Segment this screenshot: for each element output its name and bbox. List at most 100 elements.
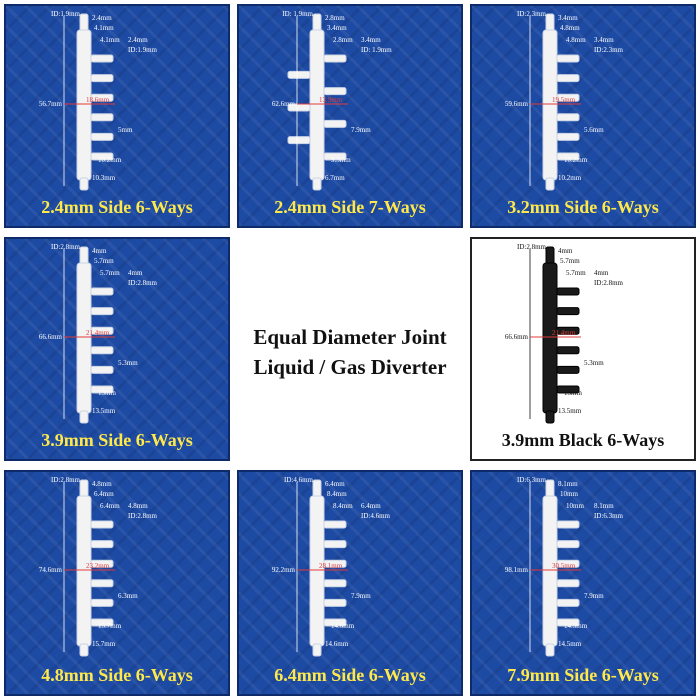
label-side-id: ID:1.9mm	[128, 46, 158, 54]
side-port	[90, 326, 114, 335]
side-port	[556, 618, 580, 627]
side-port	[323, 119, 347, 128]
label-center-distance: 18.6mm	[86, 96, 110, 104]
label-side-od: 4.8mm	[566, 36, 586, 44]
bottom-barb	[312, 177, 322, 191]
panel-caption: 3.9mm Side 6-Ways	[41, 430, 193, 450]
label-collar: 5.7mm	[94, 257, 114, 265]
bottom-barb	[545, 643, 555, 657]
label-top-length: 2.8mm	[325, 14, 345, 22]
side-port	[90, 93, 114, 102]
side-port	[323, 54, 347, 63]
label-pitch: 7.9mm	[351, 592, 371, 600]
panel-caption: 2.4mm Side 7-Ways	[274, 197, 426, 217]
connector-body	[76, 495, 92, 647]
side-port	[90, 579, 114, 588]
label-side-od: 8.4mm	[333, 502, 353, 510]
label-collar: 4.8mm	[560, 24, 580, 32]
label-body-width: 14.6mm	[331, 622, 355, 630]
label-body-width: 14.5mm	[564, 622, 588, 630]
label-tail-length: 15.7mm	[92, 640, 116, 648]
top-barb	[545, 246, 555, 266]
label-top-length: 4mm	[92, 247, 107, 255]
panel-caption: 2.4mm Side 6-Ways	[41, 197, 193, 217]
panel-caption: 6.4mm Side 6-Ways	[274, 665, 426, 685]
side-port	[90, 385, 114, 394]
label-side-od: 2.8mm	[333, 36, 353, 44]
label-body-width: 13mm	[564, 389, 582, 397]
label-side-id: ID:2.8mm	[594, 279, 624, 287]
panel-caption: 7.9mm Side 6-Ways	[507, 665, 659, 685]
label-side-id: ID: 1.9mm	[361, 46, 392, 54]
side-port	[90, 152, 114, 161]
top-barb	[545, 479, 555, 499]
label-pitch: 5.3mm	[584, 359, 604, 367]
label-tail-length: 10.3mm	[92, 174, 116, 182]
top-barb	[312, 479, 322, 499]
label-pitch: 5.6mm	[584, 126, 604, 134]
label-total-length: 62.6mm	[272, 100, 296, 108]
side-port	[323, 618, 347, 627]
bottom-barb	[79, 177, 89, 191]
label-side-length: 3.4mm	[594, 36, 614, 44]
side-port	[90, 618, 114, 627]
label-side-length: 4mm	[594, 269, 609, 277]
side-port	[323, 540, 347, 549]
side-port	[556, 598, 580, 607]
title-line-2: Liquid / Gas Diverter	[253, 355, 447, 379]
side-port	[90, 598, 114, 607]
top-barb	[79, 246, 89, 266]
label-tail-length: 10.2mm	[558, 174, 582, 182]
label-total-length: 59.6mm	[505, 100, 529, 108]
bottom-barb	[545, 410, 555, 424]
side-port	[556, 307, 580, 316]
label-side-length: 3.4mm	[361, 36, 381, 44]
label-tail-length: 14.6mm	[325, 640, 349, 648]
bottom-barb	[79, 410, 89, 424]
side-port	[90, 346, 114, 355]
side-port	[90, 287, 114, 296]
label-pitch: 6.3mm	[118, 592, 138, 600]
label-top-length: 8.1mm	[558, 480, 578, 488]
panel-caption: 3.9mm Black 6-Ways	[501, 430, 665, 450]
label-body-width: 10.2mm	[564, 156, 588, 164]
label-side-od: 5.7mm	[100, 269, 120, 277]
label-side-id: ID:6.3mm	[594, 512, 624, 520]
side-port	[90, 520, 114, 529]
connector-body	[76, 29, 92, 181]
side-port	[556, 365, 580, 374]
side-port	[90, 113, 114, 122]
bottom-barb	[79, 643, 89, 657]
side-port	[90, 132, 114, 141]
side-port	[556, 152, 580, 161]
connector-body	[542, 262, 558, 414]
label-id-top: ID:2.8mm	[51, 243, 81, 251]
label-side-length: 4.8mm	[128, 502, 148, 510]
label-top-length: 2.4mm	[92, 14, 112, 22]
label-tail-length: 13.5mm	[558, 407, 582, 415]
label-body-width: 9.3mm	[331, 156, 351, 164]
side-port	[556, 520, 580, 529]
label-collar: 10mm	[560, 490, 578, 498]
connector-body	[309, 495, 325, 647]
label-id-top: ID: 1.9mm	[282, 10, 313, 18]
top-barb	[79, 13, 89, 33]
side-port	[90, 307, 114, 316]
label-collar: 8.4mm	[327, 490, 347, 498]
side-port	[556, 113, 580, 122]
label-top-length: 6.4mm	[325, 480, 345, 488]
label-side-length: 4mm	[128, 269, 143, 277]
label-id-top: ID:2.8mm	[51, 476, 81, 484]
label-side-id: ID:4.6mm	[361, 512, 391, 520]
side-port	[90, 54, 114, 63]
label-center-distance: 19.5mm	[552, 96, 576, 104]
